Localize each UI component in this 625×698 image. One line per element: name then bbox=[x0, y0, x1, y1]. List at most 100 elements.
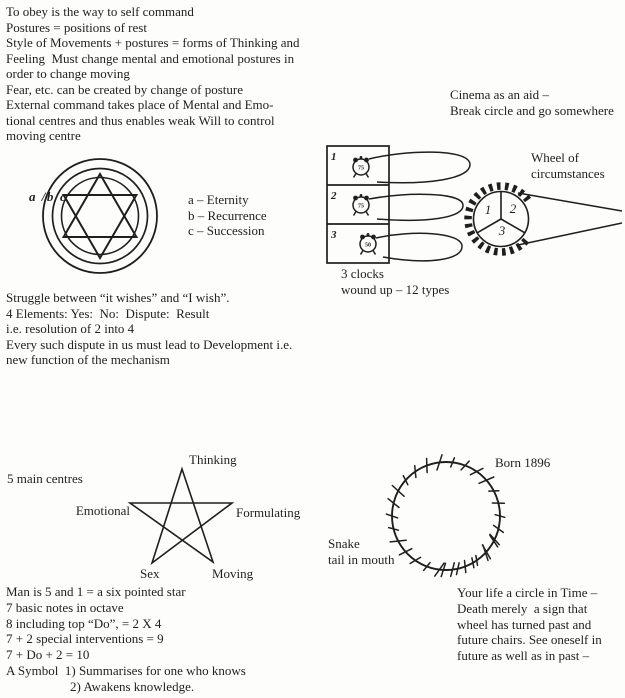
text-line: To obey is the way to self command bbox=[6, 4, 194, 19]
tick-marks bbox=[385, 454, 506, 578]
born-label: Born 1896 bbox=[495, 455, 551, 470]
tick-mark bbox=[492, 524, 505, 534]
clocks-frame bbox=[326, 145, 390, 264]
tick-mark bbox=[413, 464, 417, 479]
ring-b bbox=[51, 167, 149, 265]
legend-line: c – Succession bbox=[188, 223, 265, 238]
text-line: moving centre bbox=[6, 128, 81, 143]
caption-line: 3 clocks bbox=[341, 266, 384, 281]
ring-a bbox=[42, 158, 158, 274]
caption-line: Snake bbox=[328, 536, 360, 551]
clock-value-2: 75 bbox=[358, 204, 364, 210]
tick-mark bbox=[449, 457, 456, 468]
top-left-notes: To obey is the way to self command Postu… bbox=[6, 4, 300, 144]
winding-loop-2 bbox=[368, 193, 464, 222]
tick-mark bbox=[463, 559, 467, 574]
life-notes: Your life a circle in Time – Death merel… bbox=[457, 585, 602, 664]
three-clocks-diagram: 1 2 3 75 75 50 bbox=[326, 145, 471, 264]
hexagram-circles-diagram bbox=[42, 158, 158, 274]
spoke bbox=[500, 218, 526, 234]
sector-1: 1 bbox=[485, 202, 492, 217]
tick-mark bbox=[475, 554, 479, 567]
text-line: wheel has turned past and bbox=[457, 616, 592, 632]
legend-line: a – Eternity bbox=[188, 192, 249, 207]
text-line: 7 basic notes in octave bbox=[6, 599, 124, 615]
centre-label-emotional: Emotional bbox=[75, 503, 130, 518]
snake-caption: Snake tail in mouth bbox=[328, 536, 394, 567]
tick-mark bbox=[460, 460, 470, 471]
clock-value-3: 50 bbox=[365, 243, 371, 249]
winding-loop-1 bbox=[368, 151, 471, 184]
belt-line-top bbox=[517, 192, 623, 212]
text-line: Your life a circle in Time – bbox=[457, 585, 598, 600]
text-line: Postures = positions of rest bbox=[6, 19, 147, 35]
man-notes: Man is 5 and 1 = a six pointed star 7 ba… bbox=[6, 584, 246, 695]
text-line: 4 Elements: Yes: No: Dispute: Result bbox=[6, 305, 210, 321]
clock-value-1: 75 bbox=[358, 166, 364, 172]
tick-mark bbox=[469, 467, 484, 476]
tick-mark bbox=[489, 533, 501, 546]
sector-2: 2 bbox=[510, 201, 517, 216]
down-triangle bbox=[61, 194, 139, 260]
tick-mark bbox=[391, 484, 405, 498]
title-line: circumstances bbox=[531, 165, 605, 181]
box-number-2: 2 bbox=[330, 190, 337, 202]
centre-label-sex: Sex bbox=[140, 566, 160, 581]
tick-mark bbox=[389, 539, 407, 543]
tick-mark bbox=[440, 562, 447, 578]
text-line: Cinema as an aid – bbox=[450, 87, 549, 102]
up-triangle bbox=[61, 172, 139, 238]
text-line: i.e. resolution of 2 into 4 bbox=[6, 321, 135, 336]
text-line: order to change moving bbox=[6, 66, 130, 81]
centre-label-thinking: Thinking bbox=[189, 452, 237, 467]
wheel-of-circumstances-diagram: 1 2 3 bbox=[464, 182, 623, 256]
struggle-notes: Struggle between “it wishes” and “I wish… bbox=[6, 290, 292, 368]
tick-mark bbox=[434, 562, 445, 577]
box-number-1: 1 bbox=[331, 151, 337, 163]
tick-mark bbox=[422, 561, 431, 572]
cinema-note: Cinema as an aid – Break circle and go s… bbox=[450, 87, 614, 118]
text-line: 7 + 2 special interventions = 9 bbox=[6, 631, 164, 647]
pentagram-diagram bbox=[127, 466, 235, 566]
belt-line-bottom bbox=[517, 222, 623, 246]
ring-c bbox=[60, 176, 140, 256]
tick-mark bbox=[402, 474, 409, 486]
sector-3: 3 bbox=[498, 223, 506, 238]
centre-label-formulating: Formulating bbox=[236, 505, 301, 520]
tick-mark bbox=[398, 547, 413, 556]
caption-line: tail in mouth bbox=[328, 551, 395, 567]
text-line: 7 + Do + 2 = 10 bbox=[6, 647, 90, 663]
tick-mark bbox=[436, 454, 443, 471]
text-line: 2) Awakens knowledge. bbox=[70, 678, 195, 694]
text-line: Every such dispute in us must lead to De… bbox=[6, 336, 293, 352]
tick-mark bbox=[478, 476, 495, 485]
tick-mark bbox=[385, 513, 399, 519]
tick-mark bbox=[482, 544, 489, 562]
text-line: External command takes place of Mental a… bbox=[6, 97, 274, 112]
tick-mark bbox=[409, 556, 422, 565]
text-line: Break circle and go somewhere bbox=[450, 102, 614, 118]
pentagram-heading: 5 main centres bbox=[7, 471, 83, 486]
wheel-title: Wheel of circumstances bbox=[531, 150, 605, 181]
text-line: tional centres and thus enables weak Wil… bbox=[6, 112, 275, 128]
text-line: future chairs. See oneself in bbox=[457, 632, 602, 648]
text-line: Death merely a sign that bbox=[457, 600, 588, 616]
snake-circle bbox=[391, 461, 501, 571]
text-line: Feeling Must change mental and emotional… bbox=[6, 50, 295, 66]
tick-mark bbox=[387, 526, 400, 531]
pentagram-star bbox=[127, 466, 235, 566]
clocks-caption: 3 clocks wound up – 12 types bbox=[341, 266, 449, 297]
spoke bbox=[476, 218, 502, 234]
text-line: Man is 5 and 1 = a six pointed star bbox=[6, 584, 186, 599]
text-line: Fear, etc. can be created by change of p… bbox=[6, 81, 243, 97]
tick-mark bbox=[449, 562, 456, 578]
tick-mark bbox=[425, 457, 428, 474]
winding-loop-3 bbox=[375, 232, 463, 262]
text-line: new function of the mechanism bbox=[6, 352, 170, 367]
gear-teeth bbox=[464, 182, 532, 256]
hexagram-rings-label: a /b/c bbox=[29, 189, 68, 204]
tick-mark bbox=[494, 513, 506, 519]
tick-mark bbox=[471, 557, 475, 569]
text-line: Struggle between “it wishes” and “I wish… bbox=[6, 290, 230, 305]
